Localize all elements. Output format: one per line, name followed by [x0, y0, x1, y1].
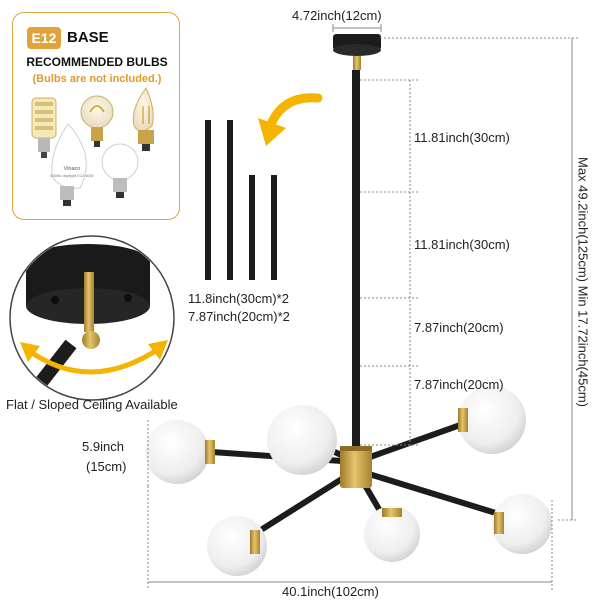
dimension-lines — [147, 24, 578, 590]
ceiling-compatibility-caption: Flat / Sloped Ceiling Available — [6, 397, 178, 412]
globe-shade-5 — [364, 506, 420, 562]
rod-segment-1-label: 11.81inch(30cm) — [414, 130, 510, 145]
white-candle-led-bulb-icon — [51, 123, 87, 206]
rod-segment-2-label: 11.81inch(30cm) — [414, 237, 510, 252]
fixture-canopy — [333, 34, 381, 70]
rod-30cm-1 — [205, 120, 211, 280]
recommended-bulbs-heading: RECOMMENDED BULBS — [26, 55, 168, 69]
led-corn-bulb-icon — [31, 97, 57, 158]
ceiling-canopy-closeup — [9, 235, 175, 401]
globe-shade-2 — [267, 405, 337, 475]
canopy-width-label: 4.72inch(12cm) — [292, 8, 382, 23]
bulb-spec-text: 6000k daylight E12 60W — [50, 173, 94, 178]
white-globe-led-bulb-icon — [101, 143, 139, 198]
globe-shade-1 — [145, 420, 209, 484]
bulb-brand-text: Vinaco — [64, 166, 81, 172]
fixture-center-hub — [340, 446, 372, 488]
candle-bulb-icon — [132, 87, 154, 151]
globe-shade-3 — [458, 386, 526, 454]
bulb-icons-group: Vinaco 6000k daylight E12 60W — [31, 87, 154, 206]
bulbs-not-included-note: (Bulbs are not included.) — [32, 73, 162, 85]
base-label: BASE — [67, 29, 109, 46]
assembly-arrow-icon — [258, 93, 323, 146]
height-range-label: Max 49.2inch(125cm) Min 17.72inch(45cm) — [575, 157, 591, 407]
rod-20cm-qty-label: 7.87inch(20cm)*2 — [188, 309, 290, 324]
globe-size-inch-label: 5.9inch — [82, 439, 124, 454]
rod-30cm-qty-label: 11.8inch(30cm)*2 — [188, 291, 289, 306]
fixture-downrod — [352, 70, 360, 450]
rod-30cm-2 — [227, 120, 233, 280]
globe-size-cm-label: (15cm) — [86, 459, 127, 474]
rod-segment-4-label: 7.87inch(20cm) — [414, 377, 504, 392]
rod-20cm-2 — [271, 175, 277, 280]
rod-20cm-1 — [249, 175, 255, 280]
globe-shade-6 — [492, 494, 552, 554]
globe-shades — [145, 386, 552, 576]
rod-segment-3-label: 7.87inch(20cm) — [414, 320, 504, 335]
base-type-badge: E12 — [27, 27, 61, 49]
total-width-label: 40.1inch(102cm) — [282, 584, 379, 599]
extension-rods-group — [205, 120, 277, 280]
globe-filament-bulb-icon — [80, 95, 114, 147]
